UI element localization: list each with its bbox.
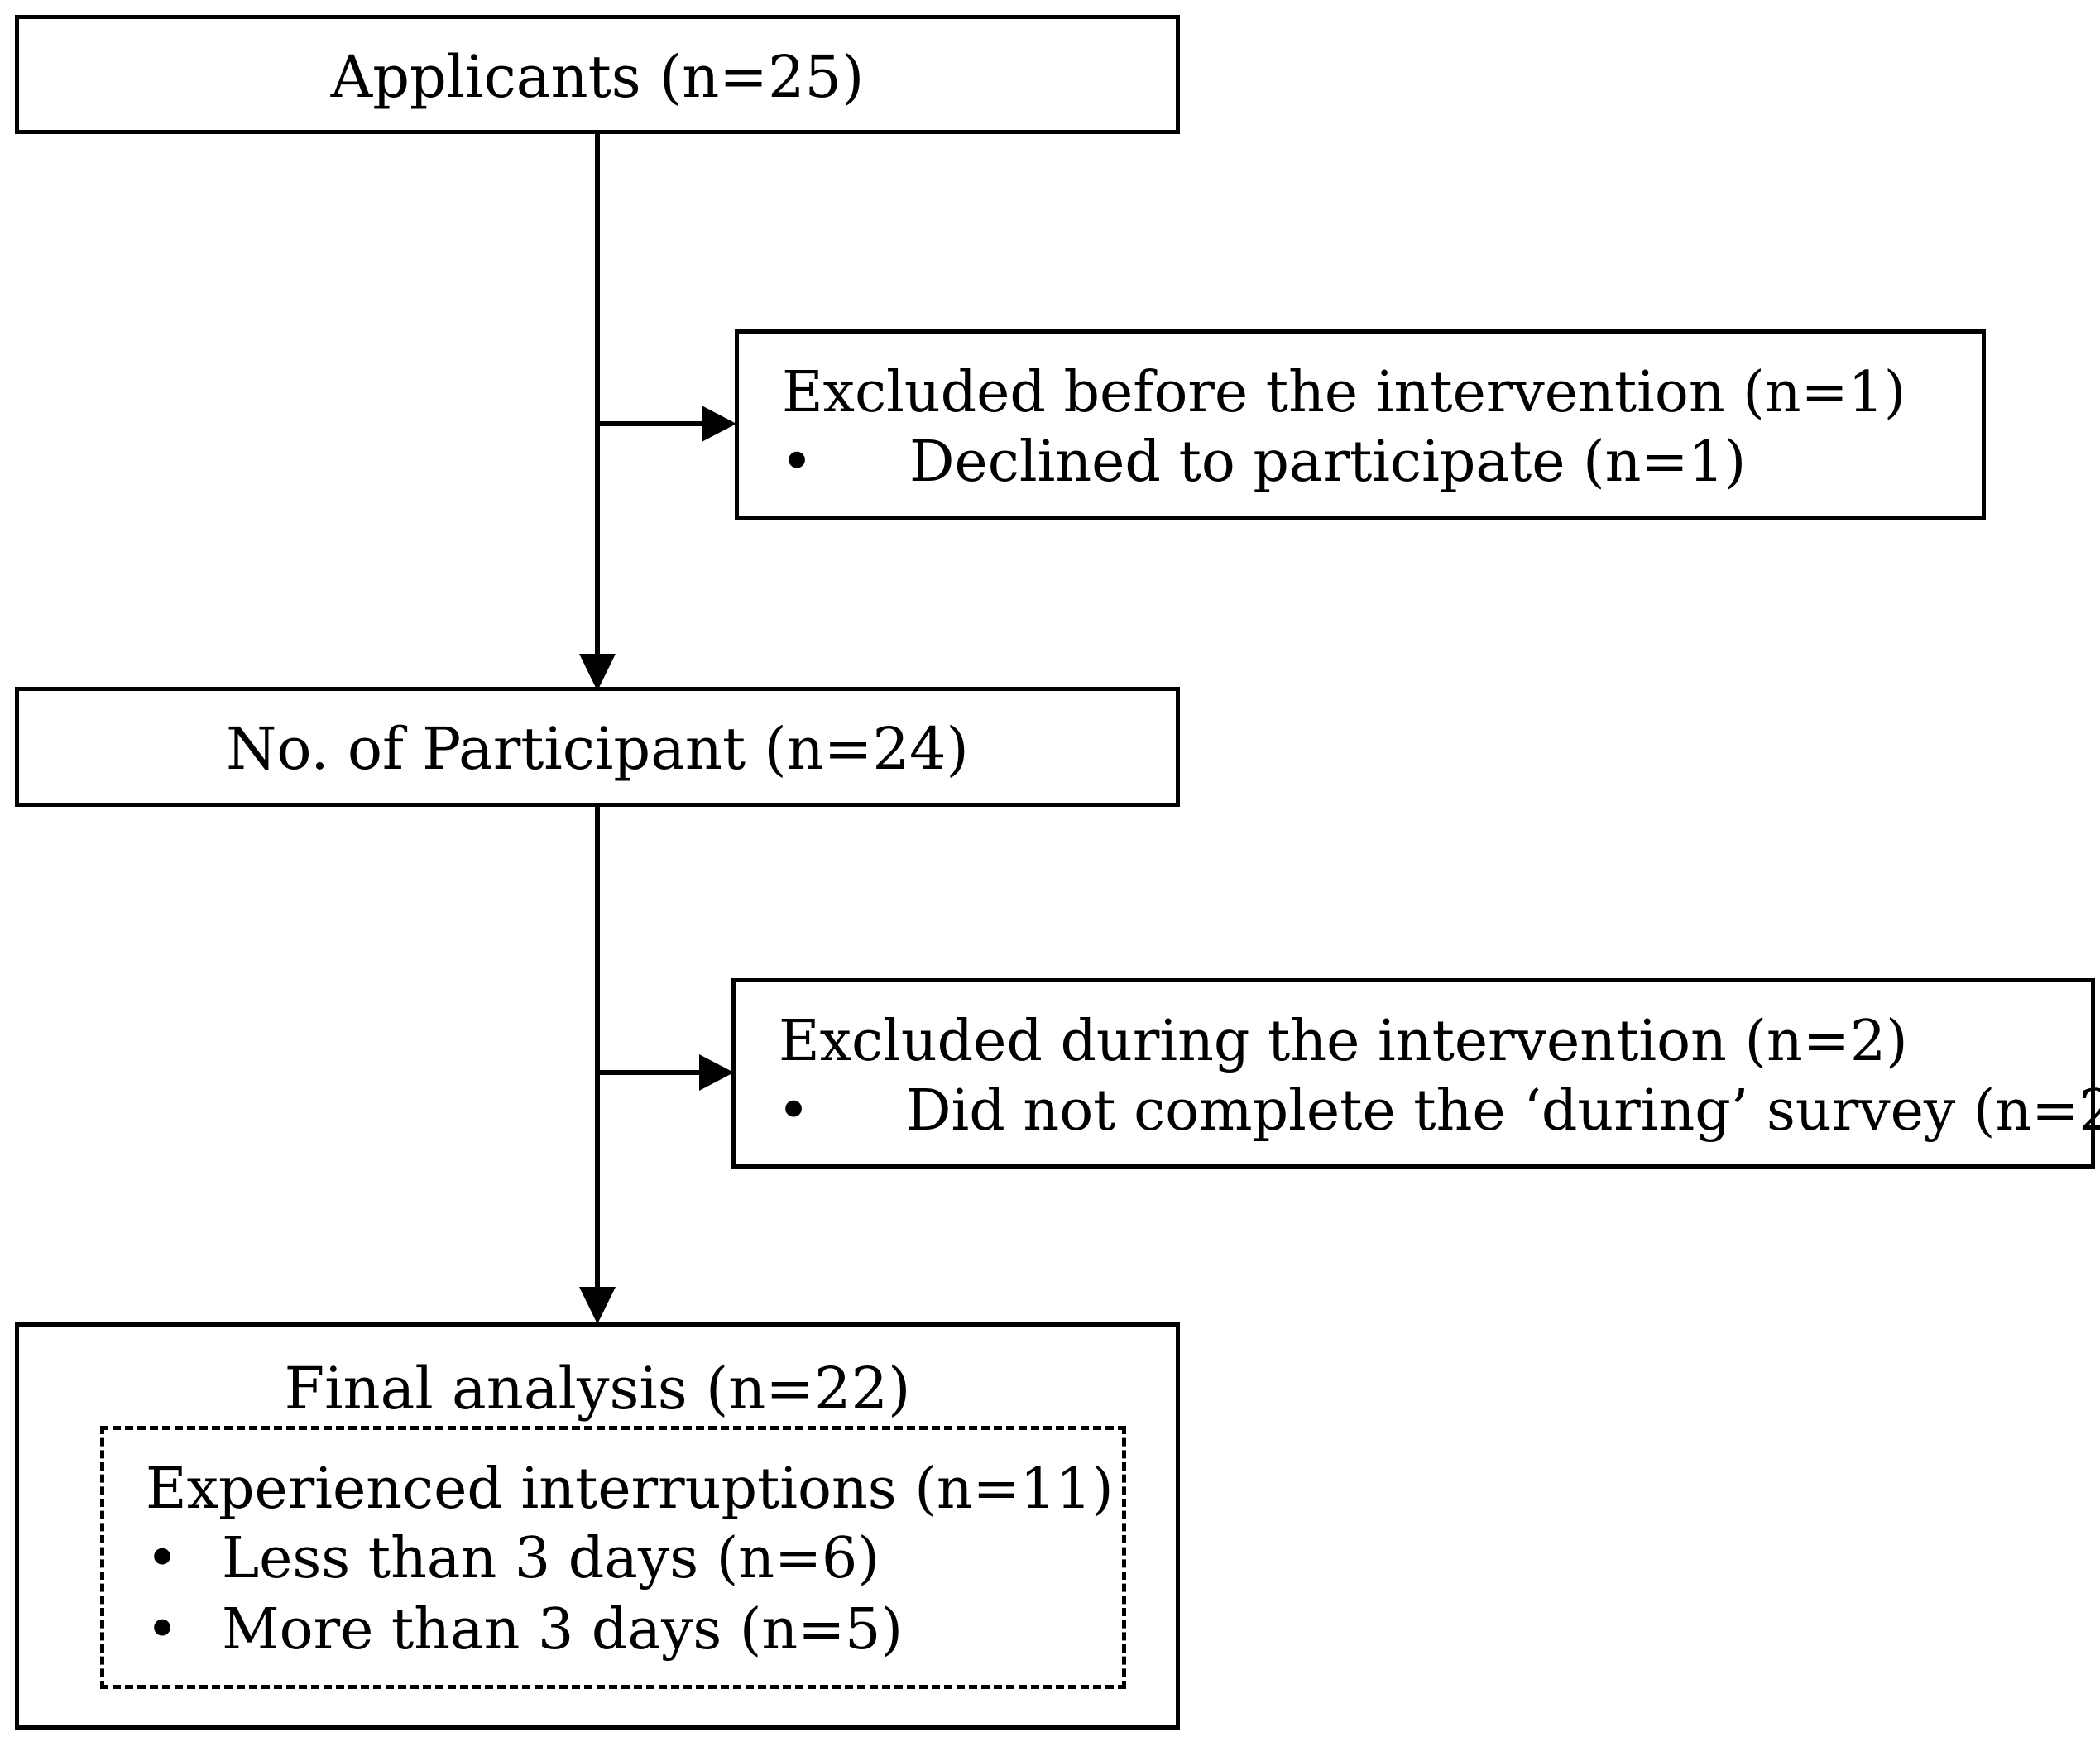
excluded-during-item: Did not complete the ‘during’ survey (n=… bbox=[906, 1078, 2100, 1144]
excluded-during-box: Excluded during the intervention (n=2) •… bbox=[731, 978, 2100, 1169]
interruptions-item-2: More than 3 days (n=5) bbox=[222, 1597, 903, 1663]
participants-label: No. of Participant (n=24) bbox=[226, 715, 969, 783]
interruptions-bullet-2: • bbox=[146, 1597, 180, 1663]
interruptions-title: Experienced interruptions (n=11) bbox=[146, 1456, 1114, 1522]
interruptions-box: Experienced interruptions (n=11) • Less … bbox=[100, 1426, 1126, 1689]
excluded-before-bullet: • bbox=[780, 430, 814, 495]
excluded-during-title: Excluded during the intervention (n=2) bbox=[779, 1009, 1908, 1074]
final-analysis-box: Final analysis (n=22) Experienced interr… bbox=[15, 1322, 1180, 1730]
applicants-box: Applicants (n=25) bbox=[15, 15, 1180, 134]
excluded-before-title: Excluded before the intervention (n=1) bbox=[782, 360, 1906, 425]
interruptions-item-1: Less than 3 days (n=6) bbox=[222, 1526, 880, 1591]
arrowhead-excluded-during bbox=[699, 1054, 734, 1091]
arrowhead-final bbox=[579, 1287, 616, 1324]
applicants-label: Applicants (n=25) bbox=[330, 43, 865, 111]
excluded-before-box: Excluded before the intervention (n=1) •… bbox=[735, 329, 1986, 520]
final-analysis-title: Final analysis (n=22) bbox=[284, 1355, 911, 1423]
arrowhead-participants bbox=[579, 654, 616, 691]
arrowhead-excluded-before bbox=[702, 406, 736, 442]
interruptions-bullet-1: • bbox=[146, 1526, 180, 1591]
excluded-before-item: Declined to participate (n=1) bbox=[909, 430, 1747, 495]
participants-box: No. of Participant (n=24) bbox=[15, 687, 1180, 807]
excluded-during-bullet: • bbox=[777, 1078, 811, 1144]
